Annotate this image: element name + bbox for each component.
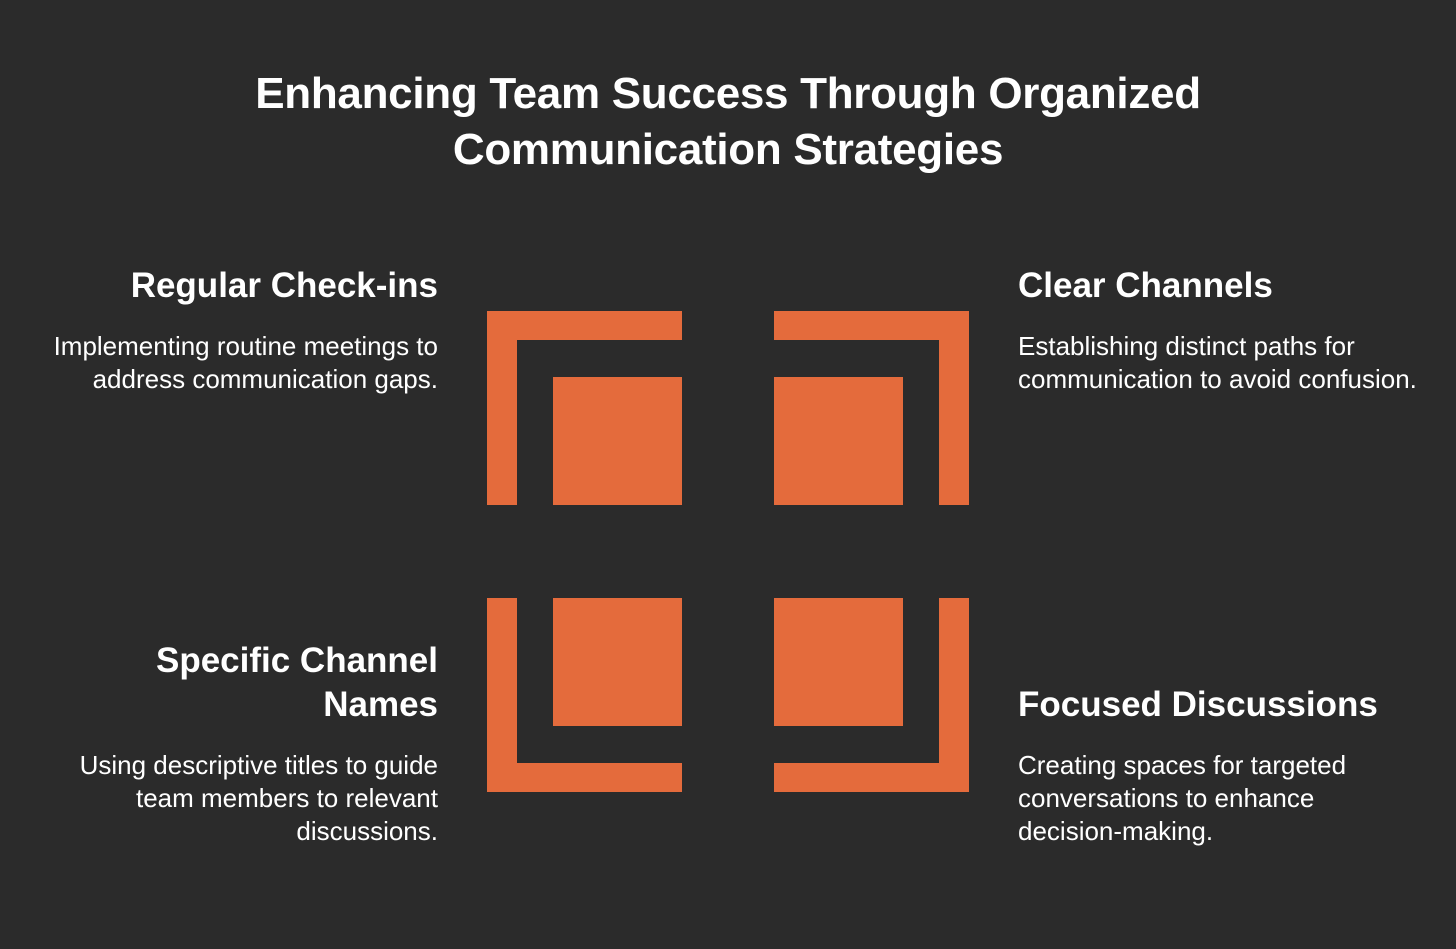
quadrant-heading-regular-check-ins: Regular Check-ins: [130, 266, 438, 305]
quadrant-top-left: Regular Check-ins Implementing routine m…: [38, 264, 438, 396]
quadrant-shape-bottom-left: [487, 598, 682, 792]
quadrant-description-specific-channel-names: Using descriptive titles to guide team m…: [79, 750, 438, 846]
square-bottom-left: [553, 598, 682, 726]
quadrant-bottom-left: Specific Channel Names Using descriptive…: [38, 639, 438, 848]
quadrant-shape-top-right: [774, 311, 969, 505]
square-top-right: [774, 377, 903, 505]
bracket-bottom-left: [487, 598, 682, 792]
quadrant-description-focused-discussions: Creating spaces for targeted conversatio…: [1018, 750, 1347, 846]
quadrant-shape-top-left: [487, 311, 682, 505]
quadrant-description-clear-channels: Establishing distinct paths for communic…: [1018, 331, 1417, 394]
quadrant-description-regular-check-ins: Implementing routine meetings to address…: [53, 331, 438, 394]
diagram-title: Enhancing Team Success Through Organized…: [0, 66, 1456, 178]
quadrant-top-right: Clear Channels Establishing distinct pat…: [1018, 264, 1418, 396]
title-line-2: Communication Strategies: [452, 125, 1004, 174]
bracket-top-right: [774, 311, 969, 505]
quadrant-heading-clear-channels: Clear Channels: [1018, 266, 1273, 305]
square-bottom-right: [774, 598, 903, 726]
square-top-left: [553, 377, 682, 505]
quadrant-bottom-right: Focused Discussions Creating spaces for …: [1018, 683, 1418, 848]
quadrant-heading-focused-discussions: Focused Discussions: [1018, 685, 1378, 724]
bracket-top-left: [487, 311, 682, 505]
bracket-bottom-right: [774, 598, 969, 792]
title-line-1: Enhancing Team Success Through Organized: [255, 69, 1201, 118]
quadrant-shape-bottom-right: [774, 598, 969, 792]
quadrant-heading-specific-channel-names: Specific Channel Names: [155, 641, 438, 724]
